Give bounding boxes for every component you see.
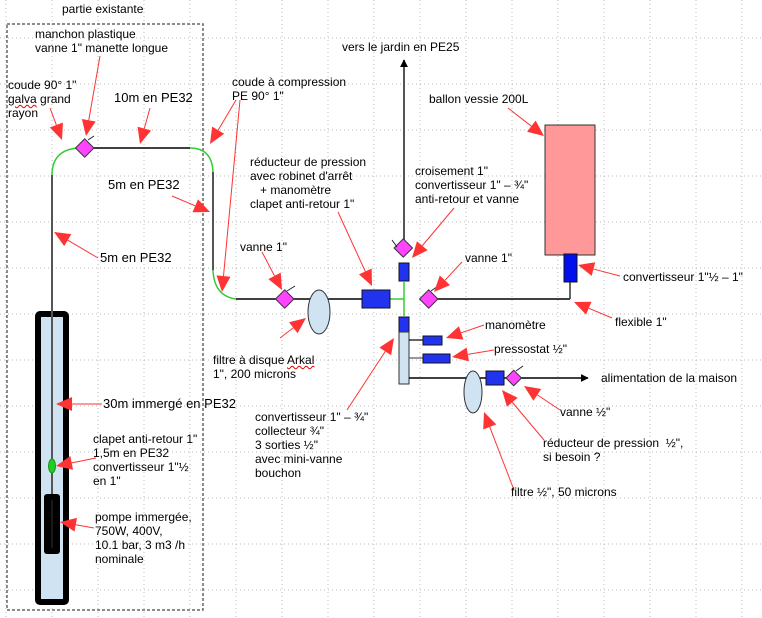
arrow-croisement: [412, 207, 455, 258]
arrow-coude-galva: [49, 107, 63, 140]
bladder-tank-200l: [544, 124, 596, 256]
collector: [398, 331, 410, 385]
label-manchon: manchon plastique vanne 1" manette longu…: [35, 27, 169, 55]
arrow-filtre-arkal: [279, 318, 306, 339]
arrow-5m-b: [54, 232, 99, 259]
valve-garden: [391, 238, 414, 258]
valve-half-inch: [505, 365, 524, 387]
arrow-manometre: [446, 324, 485, 340]
check-valve-well: [48, 458, 56, 474]
arrow-ballon: [507, 107, 544, 136]
arrow-coude-compression-bottom: [216, 99, 241, 292]
elbow-compression-top: [189, 147, 214, 173]
pressure-reducer: [361, 289, 391, 309]
existing-part-frame: [6, 23, 204, 611]
label-croisement: croisement 1" convertisseur 1" – ¾" anti…: [415, 164, 529, 206]
label-reducteur-demi: réducteur de pression ½", si besoin ?: [543, 436, 684, 464]
arrow-reducteur: [337, 211, 372, 286]
arrow-10m: [137, 107, 152, 144]
arrow-convertisseur-ballon: [578, 262, 621, 277]
arrow-coude-compression-top: [210, 99, 237, 144]
label-filtre-arkal-spec: 1", 200 microns: [213, 367, 296, 381]
arrow-manchon: [81, 55, 101, 136]
label-5m-b: 5m en PE32: [100, 250, 172, 265]
label-convertisseur-ballon: convertisseur 1"½ – 1": [623, 270, 743, 284]
label-pressostat: pressostat ½": [494, 342, 567, 356]
elbow-compression-bottom: [212, 269, 237, 300]
converter-tank: [563, 253, 578, 283]
label-coude-galva-line1: coude 90° 1": [8, 78, 77, 92]
label-vanne-demi: vanne ½": [560, 405, 611, 419]
disc-filter-arkal: [307, 289, 331, 335]
label-5m-a: 5m en PE32: [108, 177, 180, 192]
pressure-gauge: [422, 335, 443, 346]
label-coude-compression: coude à compression PE 90° 1": [232, 75, 347, 103]
arrow-collecteur: [346, 338, 394, 411]
label-partie-existante: partie existante: [62, 2, 144, 16]
converter-collector: [398, 316, 410, 333]
label-clapet-puits: clapet anti-retour 1" 1,5m en PE32 conve…: [93, 432, 198, 488]
label-reducteur: réducteur de pression avec robinet d'arr…: [250, 155, 367, 211]
arrow-5m-a: [171, 195, 210, 213]
label-filtre-arkal-brand: Arkal: [287, 353, 315, 367]
label-10m: 10m en PE32: [114, 90, 193, 105]
label-vanne-1-left: vanne 1": [240, 240, 287, 254]
label-coude-galva-rayon: rayon: [8, 106, 39, 120]
label-manometre: manomètre: [485, 318, 546, 332]
converter-garden: [398, 262, 410, 282]
label-vanne-1-right: vanne 1": [465, 251, 512, 265]
arrow-reducteur-demi: [502, 390, 545, 441]
label-filtre-arkal-text: filtre à disque: [213, 353, 288, 367]
label-ballon: ballon vessie 200L: [429, 92, 529, 106]
arrow-vanne-demi: [524, 386, 561, 411]
label-30m: 30m immergé en PE32: [103, 396, 236, 411]
label-alimentation: alimentation de la maison: [601, 371, 738, 385]
label-coude-galva-galva: galva: [8, 92, 37, 106]
pressure-switch: [422, 353, 451, 364]
pressure-reducer-half: [485, 370, 505, 386]
label-collecteur: convertisseur 1" – ¾" collecteur ¾" 3 so…: [255, 410, 369, 480]
arrow-filtre-demi: [483, 412, 515, 491]
valve-1-left: [274, 285, 296, 309]
arrow-flexible: [574, 301, 613, 319]
label-filtre-demi: filtre ½", 50 microns: [511, 485, 617, 499]
arrow-30m: [56, 397, 102, 411]
arrow-vanne-1-left: [261, 251, 282, 290]
label-coude-galva-grand: grand: [36, 92, 71, 106]
callout-arrows: [49, 55, 621, 532]
arrow-clapet: [56, 455, 97, 470]
arrow-pompe: [60, 517, 95, 532]
arrow-pressostat: [452, 347, 495, 362]
label-flexible: flexible 1": [615, 315, 667, 329]
valve-manchon: [74, 135, 95, 158]
elbow-galva: [51, 147, 79, 176]
label-vers-jardin: vers le jardin en PE25: [342, 40, 460, 54]
arrow-vanne-1-right: [434, 261, 463, 292]
filter-half-inch: [463, 370, 483, 414]
label-pompe: pompe immergée, 750W, 400V, 10.1 bar, 3 …: [95, 510, 192, 566]
